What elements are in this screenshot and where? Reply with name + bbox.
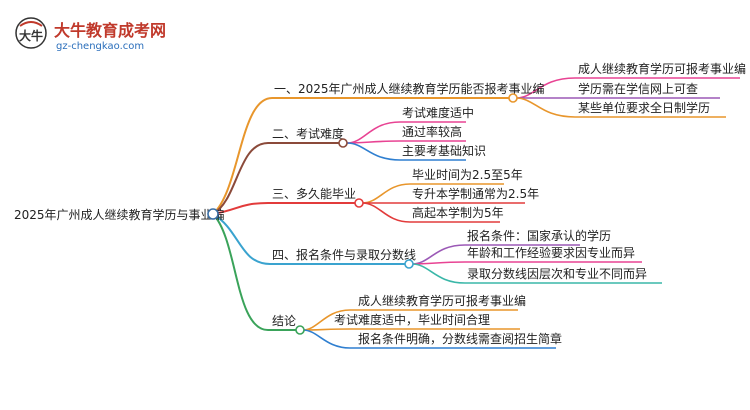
brand-name: 大牛教育成考网 [54,21,166,40]
branch-5-label: 结论 [272,314,296,328]
root-label: 2025年广州成人继续教育学历与事业编 [14,207,225,222]
leaf-3-2: 专升本学制通常为2.5年 [412,186,539,201]
branch-1-joint [508,93,518,103]
edge-branch-2 [212,142,340,215]
edge-leaf-1-3 [515,97,726,118]
leaf-1-3: 某些单位要求全日制学历 [578,100,710,115]
branch-1-label: 一、2025年广州成人继续教育学历能否报考事业编 [274,81,545,96]
branch-5-joint [295,325,305,335]
brand-logo: 大牛 大牛教育成考网 gz-chengkao.com [15,17,166,52]
root-node: 2025年广州成人继续教育学历与事业编 [14,207,225,222]
branch-2-joint [338,138,348,148]
leaf-2-2: 通过率较高 [402,124,462,139]
connector-lines [212,77,740,349]
leaf-4-1: 报名条件：国家承认的学历 [467,228,611,243]
edge-leaf-5-2 [302,328,520,331]
edge-leaf-5-3 [302,329,556,349]
branch-2-label: 二、考试难度 [272,126,344,141]
leaf-5-3: 报名条件明确，分数线需查阅招生简章 [358,331,562,346]
leaf-5-2: 考试难度适中，毕业时间合理 [334,312,490,327]
leaf-2-1: 考试难度适中 [402,105,474,120]
edge-leaf-4-2 [411,261,642,265]
logo-mark-text: 大牛 [19,28,43,43]
edge-leaf-3-3 [361,202,500,223]
leaf-2-3: 主要考基础知识 [402,144,486,158]
branch-3-label: 三、多久能毕业 [272,187,356,201]
leaf-5-1: 成人继续教育学历可报考事业编 [358,293,526,308]
leaf-3-1: 毕业时间为2.5至5年 [412,168,523,182]
brand-url: gz-chengkao.com [56,41,144,52]
leaf-1-1: 成人继续教育学历可报考事业编 [578,61,746,76]
branch-3-joint [354,198,364,208]
branch-4-joint [404,259,414,269]
leaf-1-2: 学历需在学信网上可查 [578,81,698,96]
root-joint [207,208,219,220]
edge-leaf-2-3 [346,142,466,161]
branch-4-label: 四、报名条件与录取分数线 [272,247,416,262]
logo-mark-icon: 大牛 [15,17,47,49]
edge-leaf-4-3 [411,263,662,284]
edge-branch-5 [212,213,296,331]
leaf-3-3: 高起本学制为5年 [412,205,504,220]
edge-branch-3 [212,202,356,215]
edge-branch-4 [212,213,406,265]
leaf-4-2: 年龄和工作经验要求因专业而异 [467,245,635,260]
edge-leaf-2-2 [346,140,466,144]
leaf-4-3: 录取分数线因层次和专业不同而异 [467,266,647,281]
edge-branch-1 [212,97,510,215]
